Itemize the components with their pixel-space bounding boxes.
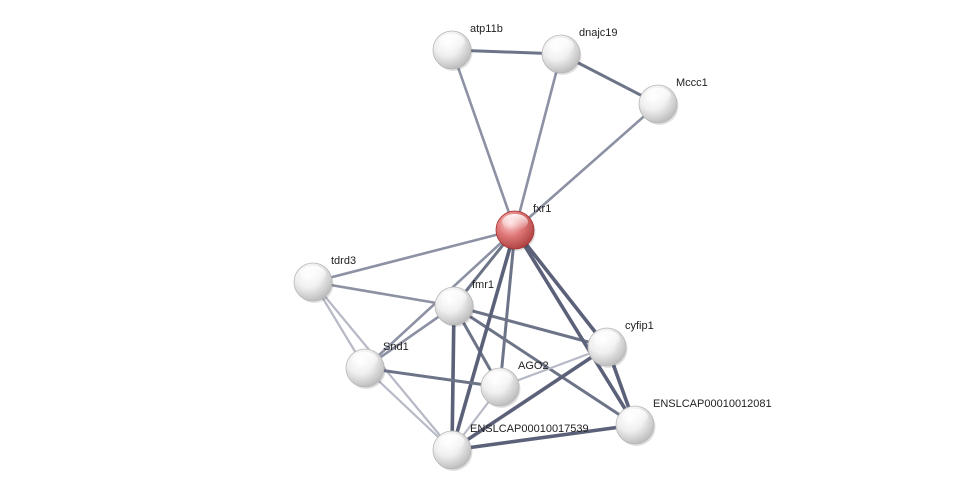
edge-fxr1-cyfip1 xyxy=(513,228,609,349)
node-label: ENSLCAP00010012081 xyxy=(653,398,772,410)
edge-cyfip1-ENSLCAP00010017539 xyxy=(450,345,609,452)
node-highlight xyxy=(352,352,378,368)
node-ENSLCAP00010012081[interactable]: ENSLCAP00010012081 xyxy=(615,398,772,446)
node-AGO2[interactable]: AGO2 xyxy=(480,360,549,408)
node-highlight xyxy=(548,38,574,54)
edge-fmr1-ENSLCAP00010012081 xyxy=(452,304,637,427)
edge-atp11b-fxr1 xyxy=(450,48,517,232)
node-highlight xyxy=(441,290,467,306)
node-label: Snd1 xyxy=(383,341,409,353)
edge-Mccc1-fxr1 xyxy=(513,102,660,232)
node-tdrd3[interactable]: tdrd3 xyxy=(293,255,356,303)
node-label: tdrd3 xyxy=(331,255,356,267)
node-label: atp11b xyxy=(470,23,503,35)
node-label: fxr1 xyxy=(533,203,551,215)
node-label: AGO2 xyxy=(518,360,549,372)
edge-tdrd3-fmr1 xyxy=(311,280,456,308)
node-dnajc19[interactable]: dnajc19 xyxy=(541,27,618,75)
node-highlight xyxy=(487,371,513,387)
node-Snd1[interactable]: Snd1 xyxy=(345,341,409,389)
edge-fmr1-ENSLCAP00010017539 xyxy=(450,304,456,452)
node-highlight xyxy=(300,266,326,282)
node-ENSLCAP00010017539[interactable]: ENSLCAP00010017539 xyxy=(432,423,589,471)
node-fmr1[interactable]: fmr1 xyxy=(434,279,494,327)
edge-Snd1-AGO2 xyxy=(363,366,502,389)
node-highlight xyxy=(594,331,620,347)
node-atp11b[interactable]: atp11b xyxy=(432,23,503,71)
edge-fxr1-ENSLCAP00010012081 xyxy=(513,228,637,427)
node-Mccc1[interactable]: Mccc1 xyxy=(638,77,708,125)
node-label: cyfip1 xyxy=(625,320,654,332)
edge-fxr1-AGO2 xyxy=(498,228,517,389)
edge-Snd1-ENSLCAP00010017539 xyxy=(363,366,454,452)
node-label: ENSLCAP00010017539 xyxy=(470,423,589,435)
node-highlight xyxy=(439,434,465,450)
node-highlight xyxy=(645,88,671,104)
node-label: Mccc1 xyxy=(676,77,708,89)
node-label: fmr1 xyxy=(472,279,494,291)
node-highlight xyxy=(622,409,648,425)
edge-ENSLCAP00010012081-ENSLCAP00010017539 xyxy=(450,423,637,452)
edge-tdrd3-fxr1 xyxy=(311,228,517,284)
node-highlight xyxy=(502,214,528,230)
node-label: dnajc19 xyxy=(579,27,618,39)
node-highlight xyxy=(439,34,465,50)
node-cyfip1[interactable]: cyfip1 xyxy=(587,320,654,368)
edge-dnajc19-fxr1 xyxy=(513,52,563,232)
edge-fxr1-ENSLCAP00010017539 xyxy=(450,228,517,452)
node-fxr1[interactable]: fxr1 xyxy=(495,203,551,251)
